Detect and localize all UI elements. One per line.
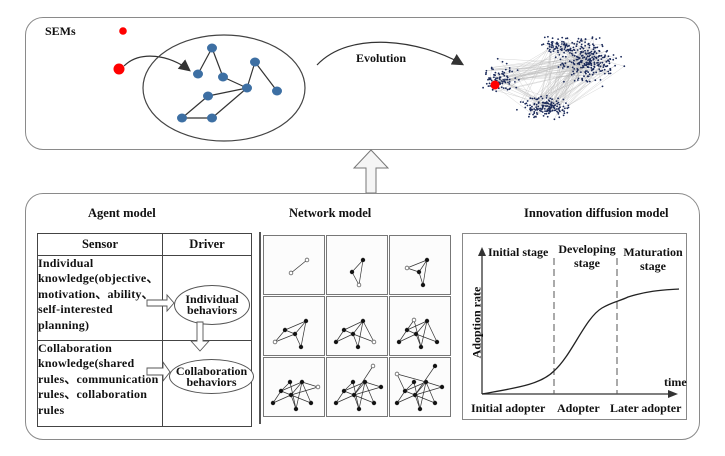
network-stage-5 [326, 296, 388, 356]
evolution-label: Evolution [356, 51, 407, 65]
stage-initial: Initial stage [488, 245, 549, 259]
network-stage-2 [326, 235, 388, 295]
stage-developing: Developing stage [558, 242, 616, 270]
y-axis-label: Adoption rate [469, 286, 484, 359]
network-stage-9 [389, 357, 451, 417]
driver-header: Driver [162, 233, 252, 256]
up-arrow [352, 149, 390, 194]
network-stage-8 [326, 357, 388, 417]
network-stage-7 [263, 357, 325, 417]
stage-maturation: Maturation stage [623, 245, 683, 273]
adopter-later: Later adopter [610, 401, 682, 415]
x-axis-label: time [664, 375, 687, 389]
sensor-individual: Individual knowledge(objective、 motivati… [37, 255, 163, 341]
innovation-chart-frame [462, 233, 687, 420]
agent-model-title: Agent model [88, 206, 156, 220]
network-stage-4 [263, 296, 325, 356]
sem-panel [25, 17, 700, 150]
network-stage-1 [263, 235, 325, 295]
sems-label: SEMs [45, 24, 76, 38]
adopter-middle: Adopter [557, 401, 600, 415]
sensor-collaboration: Collaboration knowledge(shared rules、com… [37, 340, 163, 427]
innovation-model-title: Innovation diffusion model [524, 206, 669, 220]
network-model-grid-frame [259, 232, 457, 424]
sensor-header: Sensor [37, 233, 163, 256]
network-model-title: Network model [289, 206, 372, 220]
agent-model-table: Sensor Driver Individual knowledge(objec… [37, 233, 252, 427]
adopter-initial: Initial adopter [471, 401, 546, 415]
network-stage-3 [389, 235, 451, 295]
network-stage-6 [389, 296, 451, 356]
